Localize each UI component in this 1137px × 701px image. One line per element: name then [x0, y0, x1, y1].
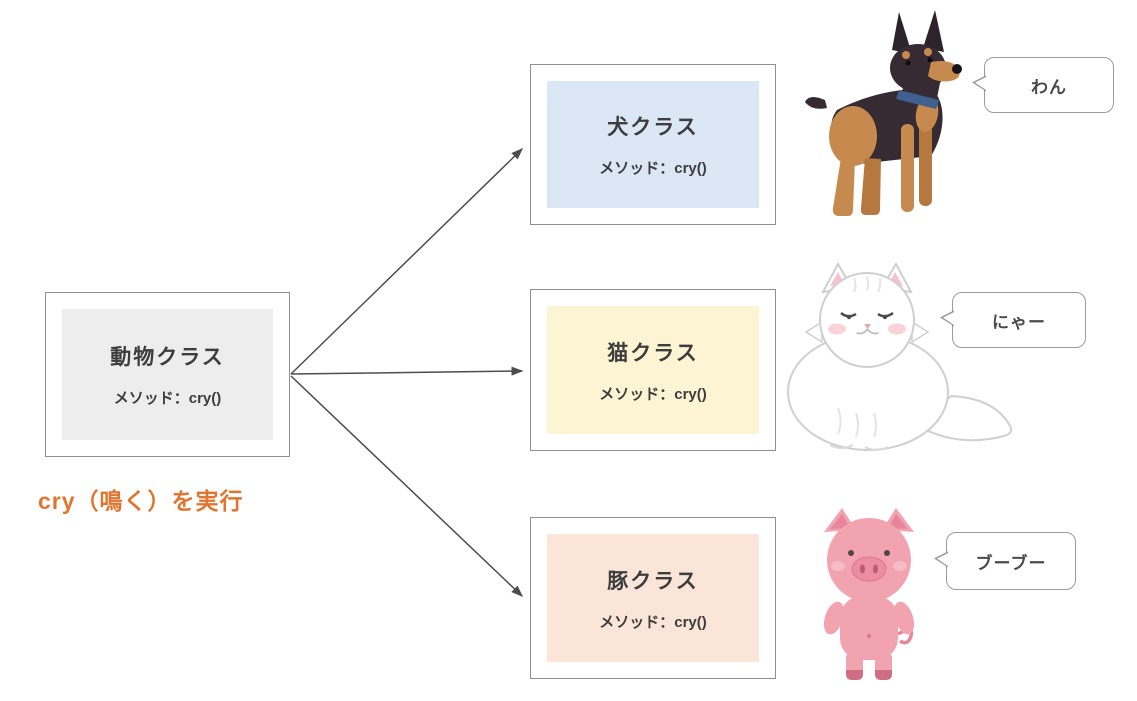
- pig-illustration: [823, 508, 915, 680]
- animal-class-inner: 動物クラス メソッド：cry(): [62, 309, 273, 440]
- cat-cry-text: にゃー: [992, 312, 1046, 332]
- dog-illustration: [805, 10, 962, 216]
- pig-speech-bubble: ブーブー: [946, 532, 1076, 590]
- arrow-to-dog-class: [290, 147, 524, 375]
- cat-class-title: 猫クラス: [607, 341, 699, 365]
- dog-class-title: 犬クラス: [607, 116, 699, 139]
- animal-class-method: メソッド：cry(): [113, 390, 222, 407]
- dog-class-method: メソッド：cry(): [599, 160, 707, 177]
- pig-class-title: 豚クラス: [607, 569, 699, 593]
- dog-class-box: 犬クラス メソッド：cry(): [530, 64, 776, 225]
- dog-tail: [805, 96, 827, 109]
- dog-class-inner: 犬クラス メソッド：cry(): [547, 81, 759, 208]
- dog-head: [890, 10, 962, 109]
- animal-class-title: 動物クラス: [110, 346, 225, 369]
- pig-body: [823, 596, 915, 680]
- cat-class-method: メソッド：cry(): [599, 385, 707, 403]
- dog-body: [829, 88, 943, 216]
- pig-class-box: 豚クラス メソッド：cry(): [530, 517, 776, 679]
- cat-class-inner: 猫クラス メソッド：cry(): [547, 306, 759, 434]
- dog-speech-bubble: わん: [984, 57, 1114, 113]
- cat-speech-bubble: にゃー: [952, 292, 1086, 348]
- pig-head: [824, 508, 914, 602]
- dog-cry-text: わん: [1031, 77, 1067, 97]
- pig-cry-text: ブーブー: [975, 553, 1047, 573]
- pig-class-inner: 豚クラス メソッド：cry(): [547, 534, 759, 662]
- arrow-to-pig-class: [290, 375, 524, 598]
- cat-head: [804, 261, 930, 368]
- cat-illustration: [787, 261, 1013, 451]
- cat-class-box: 猫クラス メソッド：cry(): [530, 289, 776, 451]
- animal-class-box: 動物クラス メソッド：cry(): [45, 292, 290, 457]
- execute-cry-caption: cry（鳴く）を実行: [38, 488, 244, 514]
- arrow-to-cat-class: [290, 366, 524, 376]
- pig-class-method: メソッド：cry(): [599, 613, 707, 631]
